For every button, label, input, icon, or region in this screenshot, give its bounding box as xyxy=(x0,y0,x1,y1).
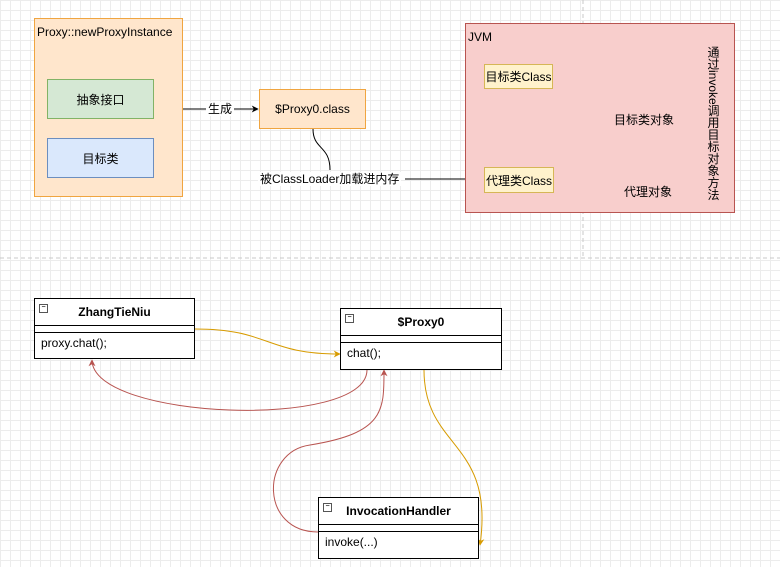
handler-to-proxy0-edge xyxy=(273,369,388,533)
minus-box-icon[interactable]: − xyxy=(323,503,332,512)
handler-method: invoke(...) xyxy=(325,535,378,549)
invoke-note: 通过invoke调用目标对象方法 xyxy=(706,46,720,201)
zhangtieniu-header: − ZhangTieNiu xyxy=(35,299,194,326)
proxy0-separator xyxy=(341,336,501,343)
minus-box-icon[interactable]: − xyxy=(39,304,48,313)
proxy-class-jvm-box: 代理类Class xyxy=(484,167,554,193)
interface-box: 抽象接口 xyxy=(47,79,154,119)
proxy-factory-container: Proxy::newProxyInstance 抽象接口 目标类 xyxy=(34,18,183,197)
proxy-class-box: $Proxy0.class xyxy=(259,89,366,129)
proxy0-header: − $Proxy0 xyxy=(341,309,501,336)
jvm-container: JVM 目标类Class 代理类Class 目标类对象 代理对象 通过invok… xyxy=(465,23,735,213)
jvm-title: JVM xyxy=(468,30,492,44)
class-to-loader-curve xyxy=(312,128,331,171)
generate-label: 生成 xyxy=(206,102,235,116)
proxy-object-label: 代理对象 xyxy=(624,185,673,199)
proxy0-method: chat(); xyxy=(347,346,382,360)
target-class-box: 目标类Class xyxy=(484,64,553,89)
loader-label: 被ClassLoader加载进内存 xyxy=(258,172,402,186)
minus-box-icon[interactable]: − xyxy=(345,314,354,323)
handler-header: − InvocationHandler xyxy=(319,498,478,525)
handler-name: InvocationHandler xyxy=(346,504,451,518)
zhangtieniu-class[interactable]: − ZhangTieNiu proxy.chat(); xyxy=(34,298,195,359)
target-object-label: 目标类对象 xyxy=(614,113,675,127)
proxy0-class[interactable]: − $Proxy0 chat(); xyxy=(340,308,502,370)
proxy-factory-title: Proxy::newProxyInstance xyxy=(37,25,173,39)
target-box: 目标类 xyxy=(47,138,154,178)
zhangtieniu-method: proxy.chat(); xyxy=(41,336,107,350)
proxy0-to-zhangtieniu-edge xyxy=(88,359,368,411)
proxy0-to-handler-edge xyxy=(423,369,485,546)
zhangtieniu-name: ZhangTieNiu xyxy=(78,305,151,319)
proxy0-name: $Proxy0 xyxy=(397,315,445,329)
zhangtieniu-separator xyxy=(35,326,194,333)
zhangtieniu-to-proxy0-edge xyxy=(194,328,341,358)
invocation-handler-class[interactable]: − InvocationHandler invoke(...) xyxy=(318,497,479,559)
handler-separator xyxy=(319,525,478,532)
